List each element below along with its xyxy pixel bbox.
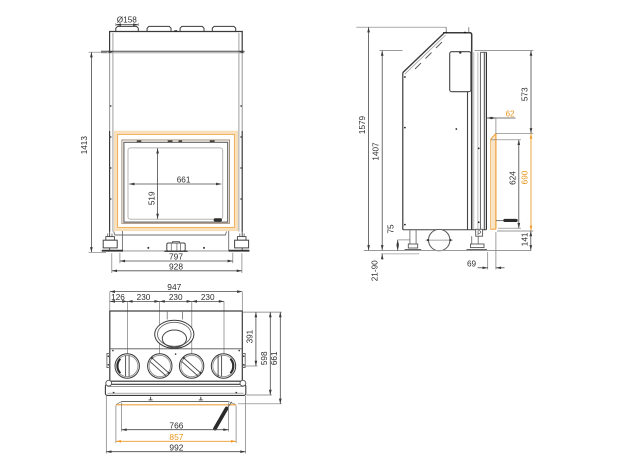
svg-text:598: 598	[260, 351, 269, 365]
svg-text:21-90: 21-90	[371, 260, 380, 281]
svg-text:Ø158: Ø158	[117, 15, 137, 24]
svg-text:624: 624	[508, 171, 517, 185]
svg-text:230: 230	[137, 293, 151, 302]
svg-text:573: 573	[521, 87, 530, 101]
svg-text:661: 661	[270, 351, 279, 365]
svg-text:857: 857	[169, 432, 183, 442]
svg-text:992: 992	[169, 442, 183, 452]
svg-text:69: 69	[467, 260, 477, 269]
svg-text:141: 141	[520, 232, 529, 246]
svg-text:661: 661	[177, 176, 191, 185]
svg-text:1413: 1413	[80, 136, 89, 155]
svg-text:126: 126	[111, 293, 125, 302]
svg-text:766: 766	[169, 420, 183, 430]
svg-text:947: 947	[167, 282, 181, 292]
svg-text:391: 391	[245, 329, 254, 343]
svg-text:519: 519	[148, 191, 157, 205]
svg-text:1579: 1579	[358, 115, 367, 134]
svg-text:1407: 1407	[372, 142, 381, 161]
svg-text:690: 690	[521, 170, 530, 184]
svg-text:P: P	[477, 231, 481, 237]
svg-text:75: 75	[386, 224, 395, 234]
svg-text:62: 62	[505, 109, 515, 118]
svg-text:230: 230	[169, 293, 183, 302]
svg-text:230: 230	[201, 293, 215, 302]
svg-text:797: 797	[169, 252, 183, 262]
svg-text:928: 928	[169, 261, 183, 271]
